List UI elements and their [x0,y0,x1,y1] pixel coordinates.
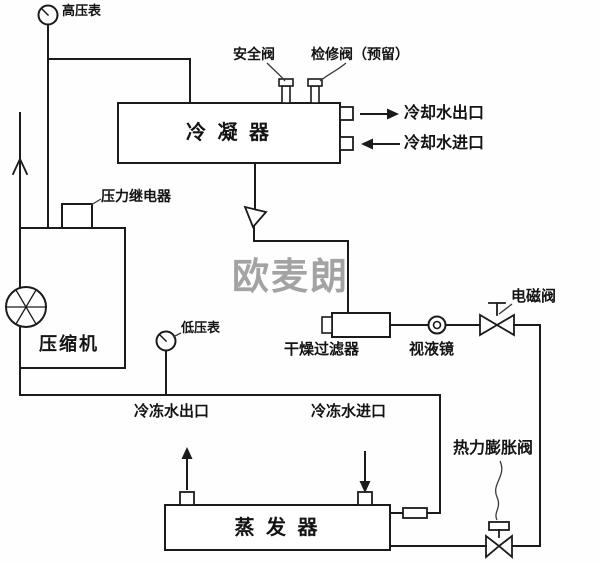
low-pressure-gauge-label: 低压表 [181,320,221,335]
cooling-water-outlet-label: 冷却水出口 [404,105,485,122]
compressor-label: 压缩机 [39,334,99,354]
chilled-water-outlet-label: 冷冻水出口 [134,403,210,420]
solenoid-valve-label: 电磁阀 [511,288,557,305]
sensor-bulb-icon [402,507,428,519]
chilled-water-inlet-label: 冷冻水进口 [311,403,387,420]
pressure-relay-icon [61,203,93,229]
suction-line [19,394,441,514]
cooling-water-outlet-arrow [360,108,399,120]
service-valve-icon [307,78,323,104]
filter-drier-label: 干燥过滤器 [284,341,360,358]
filter-drier-icon [321,312,391,338]
expansion-valve-icon [485,521,513,559]
leader-lines [90,62,513,521]
chilled-water-outlet-arrow [181,447,193,490]
discharge-line [47,23,191,229]
sight-glass-label: 视液镜 [409,341,455,358]
compressor-icon [5,227,126,369]
safety-valve-label: 安全阀 [233,46,275,62]
thermal-expansion-valve-label: 热力膨胀阀 [453,440,534,457]
watermark: 欧麦朗 [232,256,349,297]
evaporator-outline [164,504,391,551]
high-pressure-gauge-icon [37,4,59,26]
high-pressure-gauge-label: 高压表 [62,3,102,18]
condenser-outline [117,102,341,164]
liquid-line-4 [511,324,541,547]
cooling-water-inlet-arrow [361,138,400,150]
cooling-water-inlet-label: 冷却水进口 [404,135,485,152]
low-pressure-gauge-icon [155,330,177,396]
pressure-relay-label: 压力继电器 [101,188,171,204]
condenser-water-ports [339,106,354,151]
solenoid-valve-icon [479,302,515,337]
sight-glass-icon [427,315,447,335]
liquid-line [253,162,349,314]
evaporator-label: 蒸 发 器 [234,516,321,539]
evaporator-water-ports [179,491,373,506]
flow-up-arrow-icon [11,156,29,176]
condenser-label: 冷 凝 器 [185,122,273,144]
service-valve-label: 检修阀（预留） [311,46,409,62]
safety-valve-icon [278,78,294,104]
chilled-water-inlet-arrow [359,451,371,493]
shutoff-valve-icon [243,205,268,229]
